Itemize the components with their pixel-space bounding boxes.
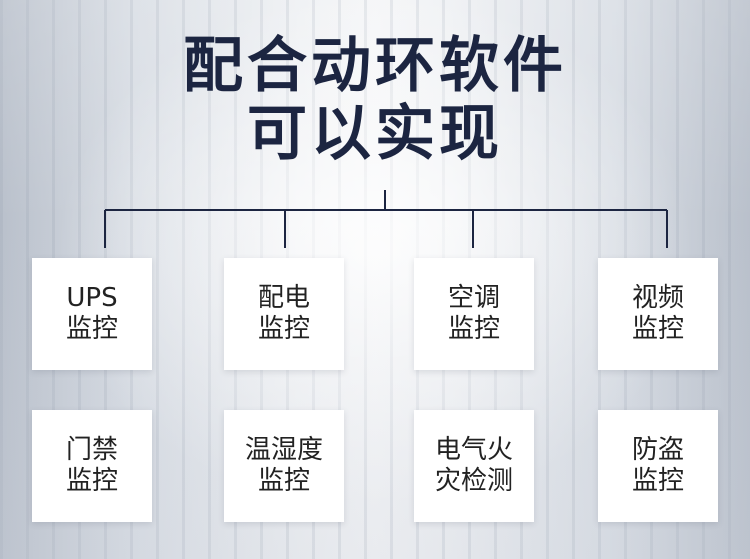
card-label-line-2: 监控 [631, 314, 684, 344]
card-label-line-1: 视频 [631, 283, 684, 313]
card-label-line-1: 门禁 [65, 435, 118, 465]
card-label-line-1: 防盗 [631, 435, 684, 465]
card-label-line-2: 监控 [631, 466, 684, 496]
title-line-2: 可以实现 [247, 99, 503, 169]
card-label-line-1: 电气火 [434, 435, 513, 465]
card-anti-theft-monitoring: 防盗 监控 [598, 410, 718, 522]
card-ups-monitoring: UPS 监控 [32, 258, 152, 370]
title-line-1: 配合动环软件 [183, 31, 567, 101]
card-label-line-2: 监控 [65, 466, 118, 496]
card-label-line-2: 监控 [257, 314, 310, 344]
card-electrical-fire-detection: 电气火 灾检测 [414, 410, 534, 522]
card-label-line-1: 配电 [257, 283, 310, 313]
card-video-monitoring: 视频 监控 [598, 258, 718, 370]
card-label-line-1: UPS [66, 283, 118, 313]
card-temperature-humidity-monitoring: 温湿度 监控 [224, 410, 344, 522]
card-access-control-monitoring: 门禁 监控 [32, 410, 152, 522]
card-label-line-2: 监控 [257, 466, 310, 496]
card-power-distribution-monitoring: 配电 监控 [224, 258, 344, 370]
card-label-line-2: 灾检测 [434, 466, 513, 496]
card-label-line-2: 监控 [447, 314, 500, 344]
card-label-line-1: 空调 [447, 283, 500, 313]
card-air-conditioning-monitoring: 空调 监控 [414, 258, 534, 370]
card-label-line-1: 温湿度 [244, 435, 323, 465]
card-label-line-2: 监控 [65, 314, 118, 344]
